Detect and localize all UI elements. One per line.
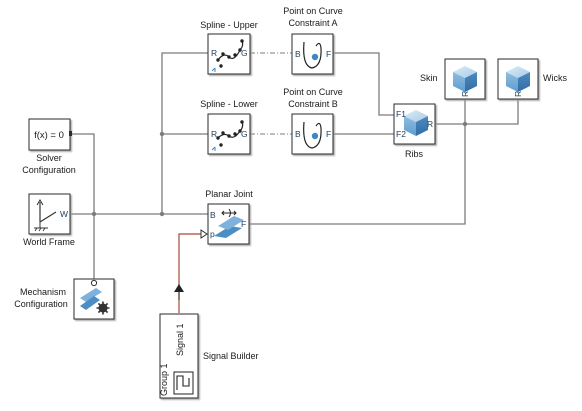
- block-skin[interactable]: Skin R: [420, 58, 486, 100]
- port-label: R: [460, 91, 470, 97]
- solid-cube-icon: [453, 66, 477, 92]
- port-label: F: [326, 49, 331, 59]
- block-title: Skin: [420, 73, 438, 83]
- port-label: B: [295, 49, 301, 59]
- block-title-line1: Solver: [36, 153, 62, 163]
- port-label: G: [241, 129, 248, 139]
- block-title-line2: Configuration: [14, 299, 68, 309]
- junction-dots: [91, 121, 468, 217]
- block-title-line2: Constraint A: [288, 18, 337, 28]
- port-label: p: [210, 229, 215, 239]
- port-label: F: [326, 129, 331, 139]
- block-world-frame[interactable]: W World Frame: [23, 193, 75, 247]
- group-name-label: Group 1: [159, 363, 169, 396]
- signal-waveform-icon: [173, 371, 194, 395]
- junction-dot: [159, 131, 165, 137]
- port-label: B: [295, 129, 301, 139]
- wire-ribs-to-planar[interactable]: [249, 124, 466, 225]
- port-label: R: [211, 48, 217, 58]
- block-title: Spline - Upper: [200, 20, 258, 30]
- block-spline-lower[interactable]: Spline - Lower R G: [200, 99, 258, 155]
- port-label: R: [211, 129, 217, 139]
- spline-icon: [211, 39, 244, 72]
- block-title: Spline - Lower: [200, 99, 258, 109]
- port-label: W: [60, 209, 68, 219]
- block-title: Ribs: [405, 149, 424, 159]
- solid-cube-icon: [404, 110, 428, 136]
- input-port-arrow: [200, 229, 208, 239]
- block-ribs[interactable]: F1 F2 R Ribs: [393, 103, 436, 159]
- block-signal-builder[interactable]: Signal 1 Group 1 Signal Builder: [159, 284, 259, 399]
- signal-wire-builder-to-planar[interactable]: [178, 233, 201, 313]
- block-title-line1: Mechanism: [20, 287, 66, 297]
- block-title-line2: Configuration: [22, 165, 76, 175]
- port-label: F: [241, 219, 246, 229]
- point-on-curve-icon: [303, 121, 322, 149]
- wire-solver-to-bus[interactable]: [71, 133, 95, 214]
- planar-joint-icon: [214, 208, 244, 238]
- spline-icon: [211, 120, 244, 151]
- block-title-line1: Point on Curve: [283, 6, 343, 16]
- block-point-on-curve-constraint-a[interactable]: Point on Curve Constraint A B F: [283, 6, 343, 75]
- port-label: F2: [396, 129, 406, 139]
- block-wicks[interactable]: R Wicks: [497, 58, 567, 100]
- block-planar-joint[interactable]: Planar Joint B F p: [200, 189, 253, 245]
- port-label: B: [210, 210, 216, 220]
- port-label: F1: [396, 109, 406, 119]
- solver-equation-text: f(x) = 0: [34, 130, 64, 141]
- junction-dot: [462, 121, 468, 127]
- block-spline-upper[interactable]: Spline - Upper R G: [200, 20, 258, 75]
- wire-constraint-a-to-ribs[interactable]: [333, 52, 394, 116]
- port-label: G: [241, 48, 248, 58]
- signal-name-label: Signal 1: [175, 323, 185, 356]
- port-label: R: [513, 91, 523, 97]
- wire-trunk-to-splines[interactable]: [161, 52, 208, 214]
- block-title: Signal Builder: [203, 351, 259, 361]
- block-title-line1: Point on Curve: [283, 87, 343, 97]
- block-body[interactable]: [159, 313, 199, 399]
- block-title: Wicks: [543, 73, 567, 83]
- junction-dot: [91, 211, 97, 217]
- block-body[interactable]: [28, 193, 71, 235]
- port-label: R: [427, 119, 433, 129]
- block-point-on-curve-constraint-b[interactable]: Point on Curve Constraint B B F: [283, 87, 343, 155]
- connection-port: [69, 131, 72, 136]
- block-mechanism-configuration[interactable]: Mechanism Configuration: [14, 278, 115, 320]
- block-title: World Frame: [23, 237, 75, 247]
- point-on-curve-icon: [303, 41, 322, 69]
- block-title-line2: Constraint B: [288, 99, 338, 109]
- world-frame-icon: [34, 199, 57, 232]
- solid-cube-icon: [506, 66, 530, 92]
- block-title: Planar Joint: [205, 189, 253, 199]
- mechanism-icon: [80, 279, 110, 315]
- connection-lines: [71, 52, 519, 313]
- junction-dot: [159, 211, 165, 217]
- wire-ribs-to-skin-wicks[interactable]: [435, 100, 519, 125]
- block-solver-configuration[interactable]: f(x) = 0 Solver Configuration: [22, 118, 76, 175]
